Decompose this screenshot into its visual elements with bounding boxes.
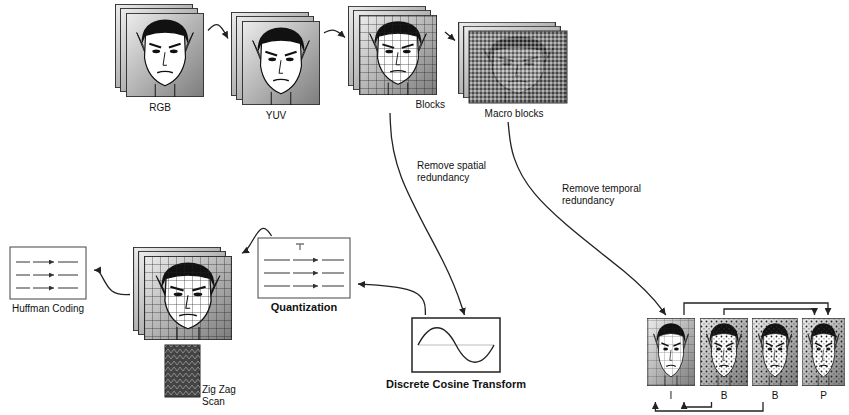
node-label: P [820,390,827,402]
flow-arrow [390,113,465,315]
flow-arrow [724,309,815,315]
flow-arrow [208,25,228,39]
node-label: Macro blocks [485,108,544,120]
frame-stack: Macro blocks [455,20,573,122]
edge-label-holder: Remove temporal redundancy [560,183,652,208]
huffman-table [10,247,86,299]
node-label: B [721,390,728,402]
zigzag-frames [134,247,232,397]
block-frames [348,6,437,95]
process-box: Discrete Cosine Transform [371,315,541,393]
node-label: B [772,390,779,402]
process-box: Huffman Coding [2,245,94,317]
node-label: Quantization [271,301,338,314]
yuv-frames [231,12,319,105]
edge-label: Remove spatial redundancy [415,160,499,184]
edge-label-holder: Remove spatial redundancy [415,160,499,185]
macroblock-frames [459,22,567,103]
node-label: RGB [149,102,171,114]
flow-arrow [684,402,712,407]
flow-arrow [445,32,455,40]
node-label: Zig Zag Scan [202,384,242,408]
flow-arrow [655,402,763,411]
video-frame: P [801,315,846,402]
flow-arrow [684,303,828,315]
flow-arrow [242,228,272,253]
flow-arrow [508,122,666,315]
quantization-table [258,238,350,298]
frame-stack: RGB [112,2,208,116]
node-label: I [670,390,673,402]
ibbp-frames [647,318,845,386]
process-box: Quantization [250,236,358,316]
node-label: Discrete Cosine Transform [386,378,526,391]
frame-stack: Blocks [345,5,445,113]
frame-stack: Zig Zag Scan [130,245,242,410]
edge-label: Remove temporal redundancy [560,183,652,207]
node-label: YUV [266,110,287,122]
video-frame: B [699,315,749,402]
video-frame: B [751,315,799,402]
dct-wave [412,318,500,372]
node-label: Huffman Coding [12,303,84,315]
flow-arrow [358,284,425,315]
node-label: Blocks [416,99,445,111]
rgb-frames [115,4,203,97]
flow-arrow [94,270,130,294]
video-frame: I [645,315,697,402]
frame-stack: YUV [228,10,324,124]
flow-arrow [324,30,345,37]
